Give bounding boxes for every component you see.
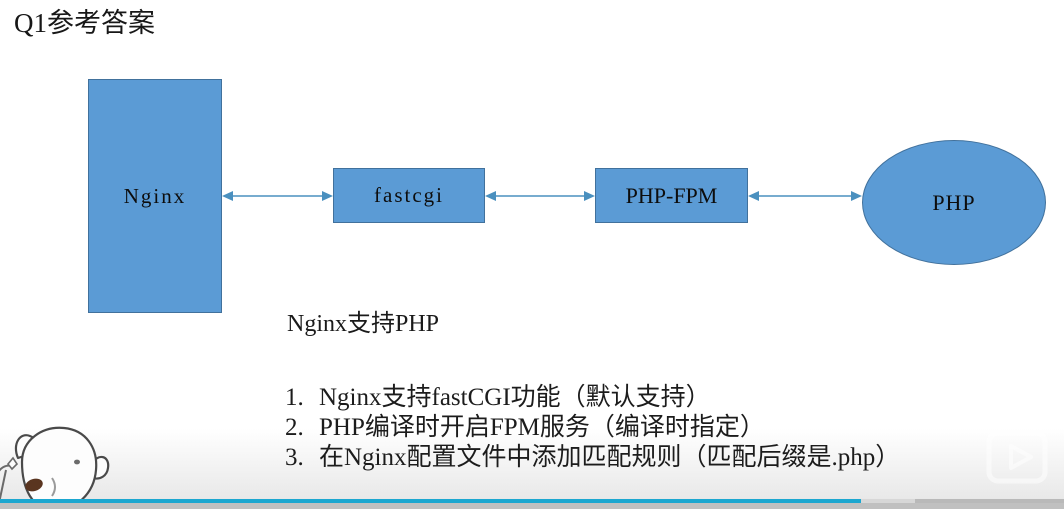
list-item-text: PHP编译时开启FPM服务（编译时指定） bbox=[319, 414, 765, 441]
diagram-node-fastcgi-label: fastcgi bbox=[374, 183, 444, 207]
video-progress-bar[interactable] bbox=[0, 499, 1064, 503]
diagram-node-php-fpm: PHP-FPM bbox=[595, 168, 748, 223]
diagram-node-php-fpm-label: PHP-FPM bbox=[625, 182, 718, 208]
list-item-number: 3. bbox=[285, 444, 304, 471]
diagram-node-nginx-label: Nginx bbox=[123, 183, 187, 208]
player-bottom-strip bbox=[0, 503, 1064, 509]
connector-phpfpm-php bbox=[748, 188, 862, 204]
bear-mascot-icon bbox=[0, 426, 110, 509]
list-item: 2. PHP编译时开启FPM服务（编译时指定） bbox=[285, 413, 900, 443]
diagram-node-php: PHP bbox=[862, 140, 1046, 265]
diagram-node-fastcgi: fastcgi bbox=[333, 168, 485, 223]
list-item: 1. Nginx支持fastCGI功能（默认支持） bbox=[285, 383, 900, 413]
diagram-caption: Nginx支持PHP bbox=[287, 311, 440, 337]
tv-play-icon bbox=[986, 425, 1048, 484]
diagram-node-php-label: PHP bbox=[932, 189, 976, 215]
list-item: 3. 在Nginx配置文件中添加匹配规则（匹配后缀是.php） bbox=[285, 443, 900, 473]
video-progress-fill bbox=[0, 499, 861, 503]
connector-fastcgi-phpfpm bbox=[485, 188, 595, 204]
list-item-text: 在Nginx配置文件中添加匹配规则（匹配后缀是.php） bbox=[319, 444, 901, 471]
list-item-number: 2. bbox=[285, 414, 304, 441]
connector-nginx-fastcgi bbox=[222, 188, 333, 204]
list-item-number: 1. bbox=[285, 384, 304, 411]
list-item-text: Nginx支持fastCGI功能（默认支持） bbox=[319, 384, 711, 411]
answer-list: 1. Nginx支持fastCGI功能（默认支持） 2. PHP编译时开启FPM… bbox=[285, 383, 900, 473]
diagram-node-nginx: Nginx bbox=[88, 79, 222, 313]
page-title: Q1参考答案 bbox=[14, 8, 155, 38]
